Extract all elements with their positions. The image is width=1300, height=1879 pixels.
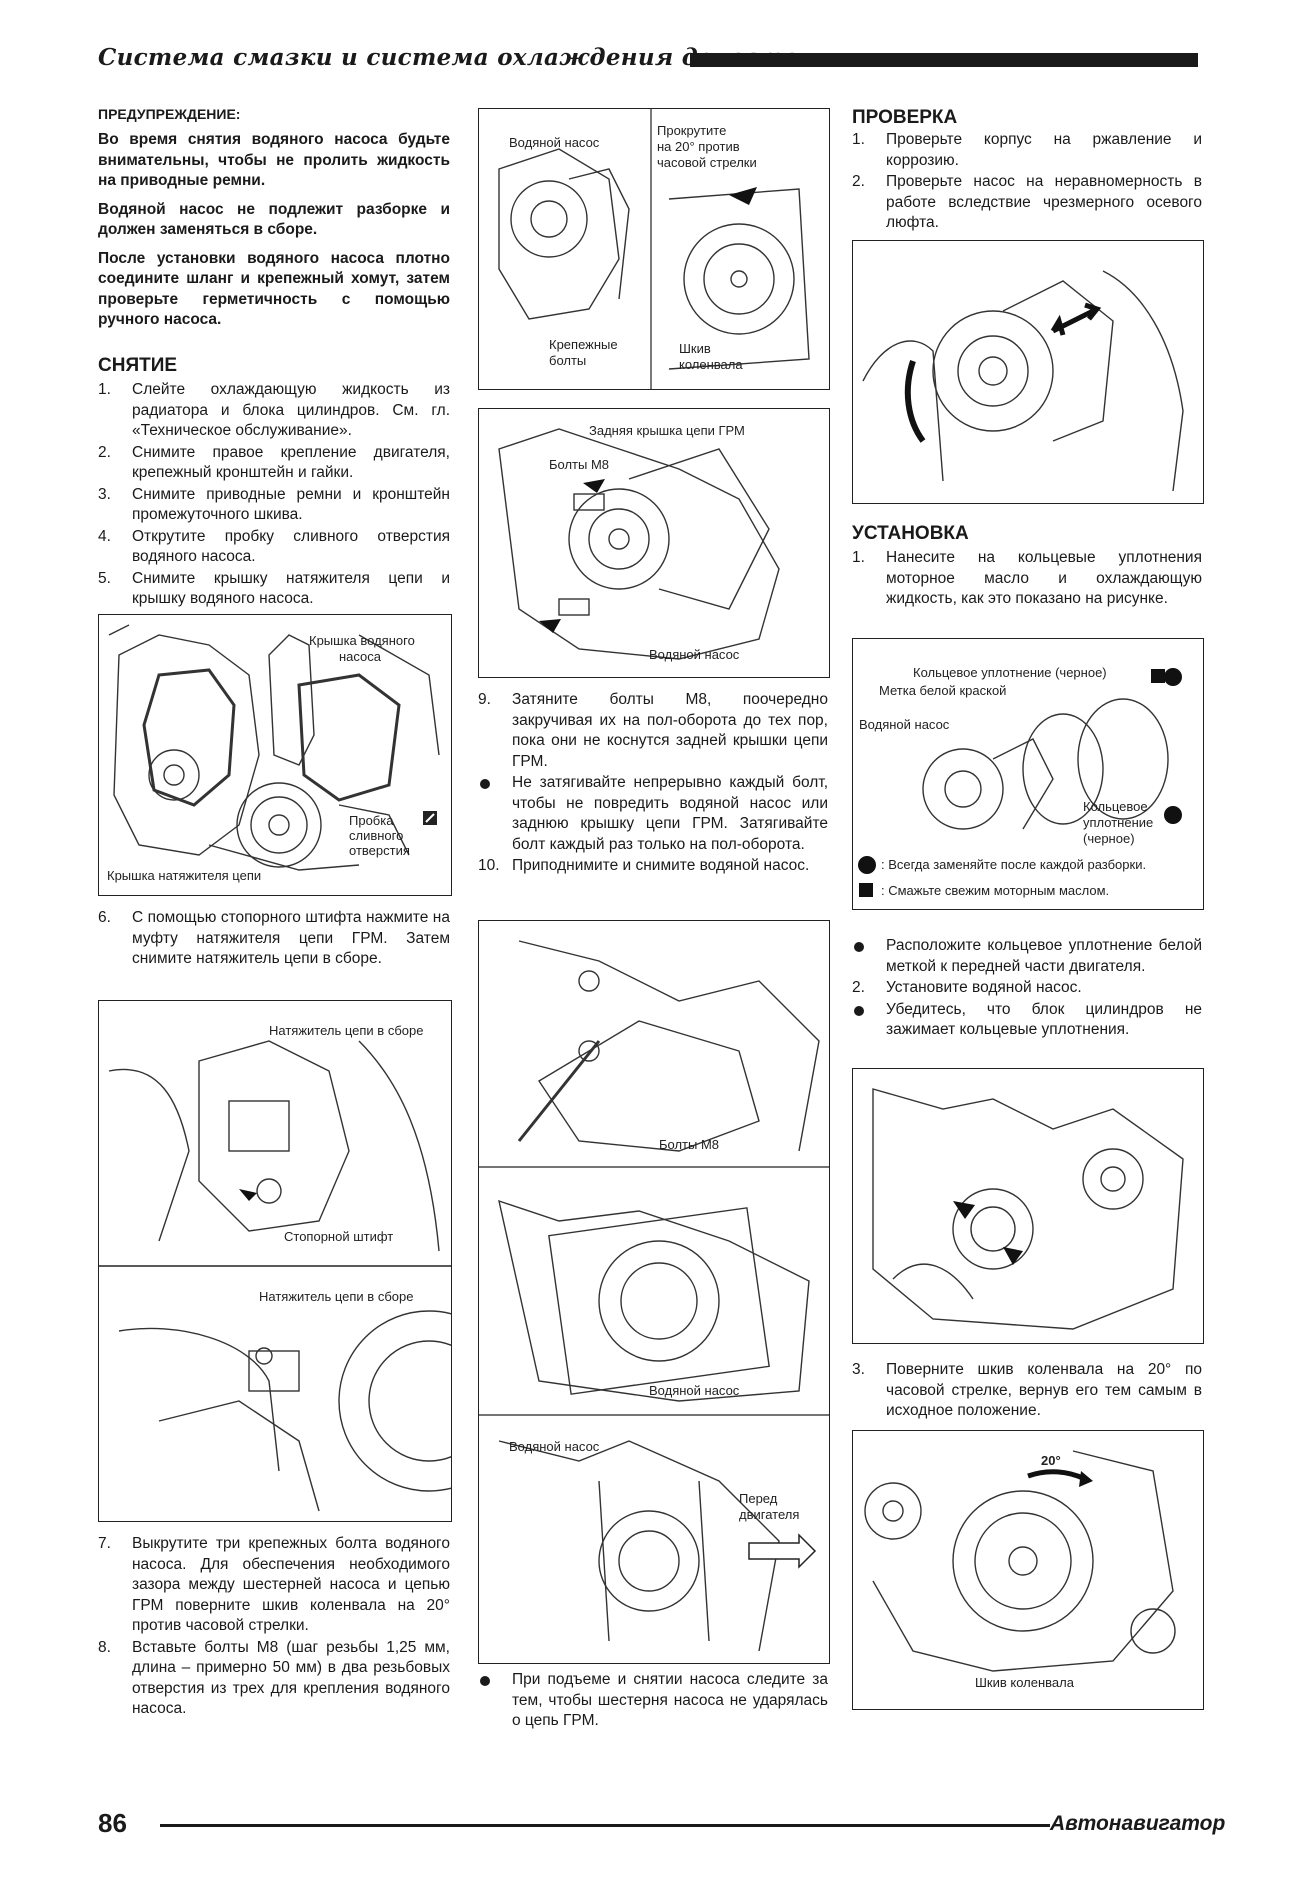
steps-middle-bullet: При подъеме и снятии насоса следите за т… <box>478 1670 828 1733</box>
fig-label: Натяжитель цепи в сборе <box>269 1023 423 1038</box>
removal-steps: 1.Слейте охлаждающую жидкость из радиато… <box>98 380 450 611</box>
step-item: 7.Выкрутите три крепежных болта водяного… <box>98 1535 450 1634</box>
steps-middle: 9.Затяните болты М8, поочередно закручив… <box>478 690 828 878</box>
removal-steps-cont: 7.Выкрутите три крепежных болта водяного… <box>98 1534 450 1721</box>
fig-label: Шкив <box>679 341 711 356</box>
step-item: 2.Установите водяной насос. <box>852 979 1082 996</box>
fig-label: Крепежные <box>549 337 618 352</box>
warning-block: Во время снятия водяного насоса будьте в… <box>98 130 450 339</box>
removal-heading: СНЯТИЕ <box>98 355 178 376</box>
fig-label: Задняя крышка цепи ГРМ <box>589 423 745 438</box>
install-steps: 1.Нанесите на кольцевые уплотнения мотор… <box>852 548 1202 611</box>
fig-label: Водяной насос <box>509 1439 600 1454</box>
bullet-item: При подъеме и снятии насоса следите за т… <box>478 1670 828 1732</box>
fig-legend: : Смажьте свежим моторным маслом. <box>881 883 1109 898</box>
figure-pump-install <box>852 1068 1204 1344</box>
step-item: 6.С помощью стопорного штифта нажмите на… <box>98 909 450 967</box>
fig-label: Болты М8 <box>549 457 609 472</box>
fig-label: двигателя <box>739 1507 799 1522</box>
fig-label: Водяной насос <box>859 717 950 732</box>
fig-label: Шкив коленвала <box>975 1675 1075 1690</box>
fig-label: болты <box>549 353 586 368</box>
fig-label: часовой стрелки <box>657 155 757 170</box>
fig-label: сливного <box>349 828 403 843</box>
fig-label: на 20° против <box>657 139 740 154</box>
fig-label: Пробка <box>349 813 394 828</box>
fig-label: Кольцевое <box>1083 799 1148 814</box>
fig-label: 20° <box>1041 1453 1061 1468</box>
fig-label: уплотнение <box>1083 815 1153 830</box>
step-item: 3.Поверните шкив коленвала на 20° по час… <box>852 1361 1202 1419</box>
step-item: 2.Проверьте насос на неравномерность в р… <box>852 173 1202 231</box>
fig-label: Стопорной штифт <box>284 1229 393 1244</box>
fig-label: Водяной насос <box>509 135 600 150</box>
fig-label: Болты М8 <box>659 1137 719 1152</box>
fig-label: Крышка натяжителя цепи <box>107 868 261 883</box>
step-item: 1.Слейте охлаждающую жидкость из радиато… <box>98 381 450 439</box>
figure-crank-pulley: 20° Шкив коленвала <box>852 1430 1204 1710</box>
fig-label: отверстия <box>349 843 410 858</box>
step-item: 4.Открутите пробку сливного отверстия во… <box>98 527 450 566</box>
fig-label: Прокрутите <box>657 123 726 138</box>
install-heading: УСТАНОВКА <box>852 523 969 544</box>
figure-tensioner: Натяжитель цепи в сборе Стопорной штифт … <box>98 1000 452 1522</box>
step-item: 10.Приподнимите и снимите водяной насос. <box>478 857 810 874</box>
step-item: 1.Проверьте корпус на ржавление и корроз… <box>852 131 1202 169</box>
step-item: 3.Снимите приводные ремни и кронштейн пр… <box>98 485 450 524</box>
fig-label: коленвала <box>679 357 743 372</box>
bullet-icon <box>854 1005 864 1016</box>
step-item: 5.Снимите крышку натяжителя цепи и крышк… <box>98 569 450 608</box>
warning-1: Во время снятия водяного насоса будьте в… <box>98 131 450 189</box>
header-rule <box>690 53 1198 67</box>
install-steps-cont: Расположите кольцевое уплотнение белой м… <box>852 936 1202 1042</box>
figure-pump-bolts: Водяной насос Прокрутите на 20° против ч… <box>478 108 830 390</box>
bullet-item: Не затягивайте непрерывно каждый болт, ч… <box>478 773 828 855</box>
footer-rule <box>160 1824 1050 1827</box>
figure-pump-cover: Крышка водяного насоса Пробка сливного о… <box>98 614 452 896</box>
warning-3: После установки водяного насоса плотно с… <box>98 249 450 329</box>
bullet-item: Расположите кольцевое уплотнение белой м… <box>852 936 1202 977</box>
step-item: 1.Нанесите на кольцевые уплотнения мотор… <box>852 549 1202 607</box>
fig-label: Кольцевое уплотнение (черное) <box>913 665 1107 680</box>
figure-pump-removal: Болты М8 Водяной насос Водяной насос Пер… <box>478 920 830 1664</box>
fig-label: Натяжитель цепи в сборе <box>259 1289 413 1304</box>
fig-legend: : Всегда заменяйте после каждой разборки… <box>881 857 1146 872</box>
fig-label: Водяной насос <box>649 647 740 662</box>
figure-rear-cover-bolts: Задняя крышка цепи ГРМ Болты М8 Водяной … <box>478 408 830 678</box>
fig-label: Перед <box>739 1491 778 1506</box>
warning-heading: ПРЕДУПРЕЖДЕНИЕ: <box>98 106 241 122</box>
step-6: 6.С помощью стопорного штифта нажмите на… <box>98 908 450 971</box>
bullet-item: Убедитесь, что блок цилиндров не зажимае… <box>852 1000 1202 1041</box>
warning-2: Водяной насос не подлежит разборке и дол… <box>98 200 450 239</box>
check-heading: ПРОВЕРКА <box>852 107 958 128</box>
step-item: 8.Вставьте болты М8 (шаг резьбы 1,25 мм,… <box>98 1638 450 1718</box>
fig-label: Крышка водяного <box>309 633 415 648</box>
step-item: 9.Затяните болты М8, поочередно закручив… <box>478 691 828 770</box>
fig-label: Водяной насос <box>649 1383 740 1398</box>
bullet-icon <box>480 779 490 789</box>
check-steps: 1.Проверьте корпус на ржавление и корроз… <box>852 130 1202 235</box>
fig-label: Метка белой краской <box>879 683 1006 698</box>
fig-label: насоса <box>339 649 382 664</box>
figure-o-rings: Кольцевое уплотнение (черное) Метка бело… <box>852 638 1204 910</box>
publisher-brand: Автонавигатор <box>1050 1812 1226 1835</box>
bullet-icon <box>854 942 864 952</box>
page-number: 86 <box>98 1808 127 1838</box>
install-step-3: 3.Поверните шкив коленвала на 20° по час… <box>852 1360 1202 1423</box>
figure-pump-check <box>852 240 1204 504</box>
bullet-icon <box>480 1676 490 1686</box>
step-item: 2.Снимите правое крепление двигателя, кр… <box>98 443 450 482</box>
fig-label: (черное) <box>1083 831 1135 846</box>
